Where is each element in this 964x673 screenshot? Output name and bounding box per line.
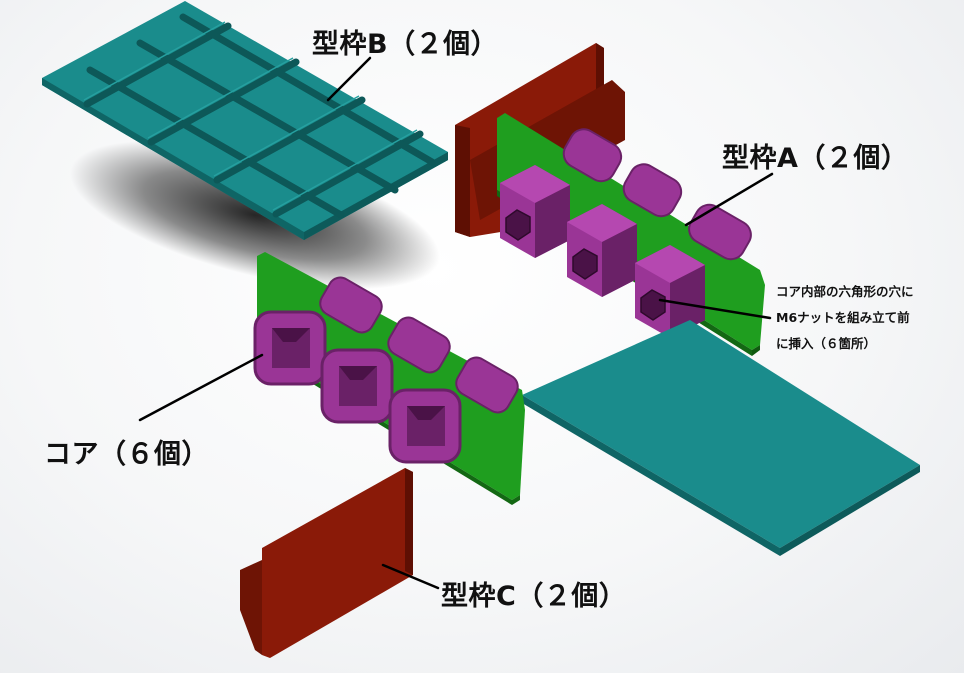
core-label: コア（６個） bbox=[44, 439, 209, 470]
core-a2 bbox=[567, 204, 637, 297]
core-a1 bbox=[500, 165, 570, 258]
leader-core bbox=[138, 353, 264, 422]
mold-b-shadow bbox=[70, 140, 440, 290]
leader-mold-a bbox=[684, 172, 774, 227]
mold-a-label: 型枠A（２個） bbox=[722, 143, 909, 174]
core-front-1 bbox=[253, 310, 327, 386]
leader-lines bbox=[138, 56, 774, 590]
leader-mold-c bbox=[381, 563, 440, 590]
note-line-2: M6ナットを組み立て前 bbox=[776, 310, 910, 325]
mold-a-front-cores bbox=[500, 165, 705, 338]
core-front-3 bbox=[388, 388, 462, 464]
mold-b-plate bbox=[42, 1, 448, 240]
mold-c-plate bbox=[240, 468, 413, 658]
mold-c-label: 型枠C（２個） bbox=[441, 581, 627, 612]
note-line-3: に挿入（６箇所） bbox=[776, 336, 877, 351]
bottom-teal-plate bbox=[522, 320, 920, 556]
note-line-1: コア内部の六角形の穴に bbox=[776, 284, 914, 299]
core-assembly bbox=[253, 252, 525, 505]
core-a3 bbox=[635, 245, 705, 338]
leader-mold-b bbox=[326, 56, 372, 102]
core-front-2 bbox=[320, 348, 394, 424]
mold-a-back-cores bbox=[562, 128, 752, 261]
mold-b-label: 型枠B（２個） bbox=[312, 29, 499, 60]
nut-insertion-note: コア内部の六角形の穴に M6ナットを組み立て前 に挿入（６箇所） bbox=[776, 279, 914, 357]
leader-nut-note bbox=[658, 298, 772, 320]
